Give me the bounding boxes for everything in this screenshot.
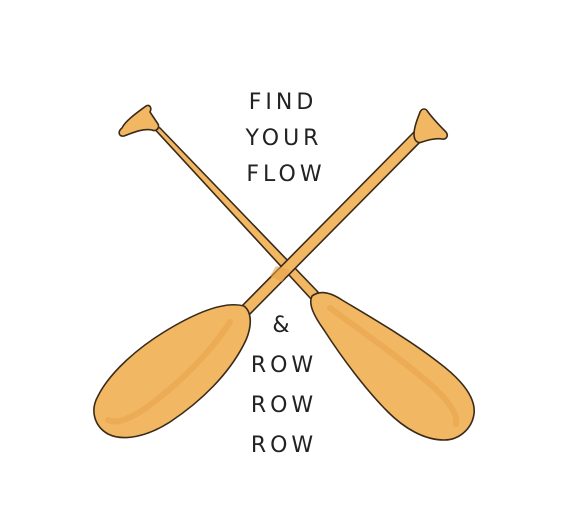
paddle-left-blade-shape xyxy=(93,304,252,439)
paddle-right-grip xyxy=(118,104,160,137)
ampersand: & xyxy=(272,313,294,338)
paddle-left-blade xyxy=(93,108,449,439)
paddle-left-shaft xyxy=(237,131,425,319)
row-line-3: ROW xyxy=(250,433,318,458)
headline-word-flow: FLOW xyxy=(246,162,326,187)
row-line-1: ROW xyxy=(250,353,318,378)
paddle-left-blade-shade xyxy=(105,319,233,425)
paddle-right-blade-shape xyxy=(309,291,475,441)
headline-word-find: FIND xyxy=(248,90,318,115)
headline-word-your: YOUR xyxy=(245,126,323,151)
paddle-left-grip xyxy=(413,108,449,144)
paddle-crossing-shade xyxy=(270,266,290,282)
paddle-right-blade xyxy=(118,104,475,441)
row-line-2: ROW xyxy=(250,393,318,418)
paddle-right-blade-shade xyxy=(327,305,460,427)
